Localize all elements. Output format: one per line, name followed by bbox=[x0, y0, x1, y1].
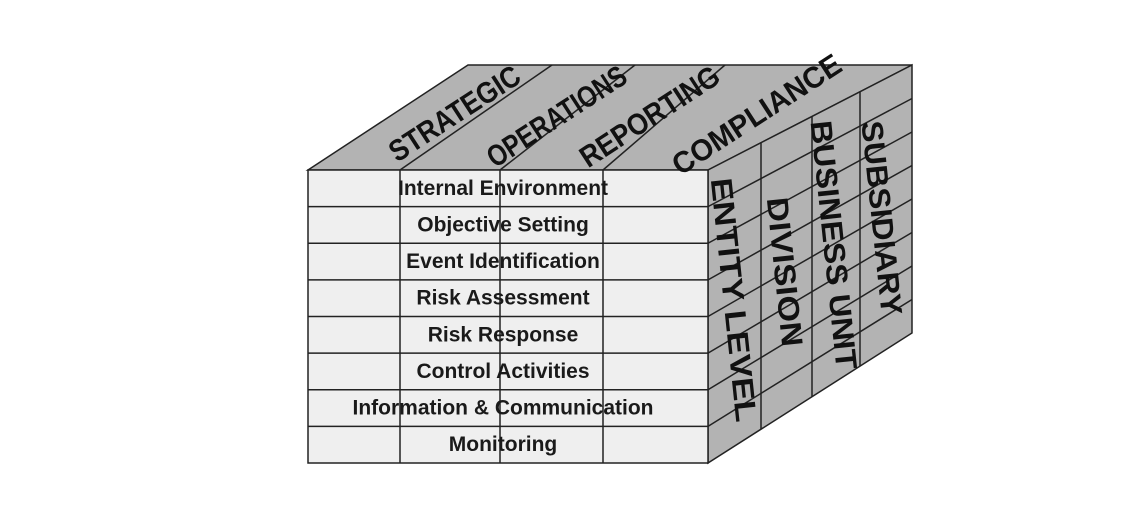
component-label: Information & Communication bbox=[353, 397, 654, 420]
component-label: Internal Environment bbox=[398, 177, 608, 200]
component-label: Risk Assessment bbox=[416, 287, 589, 310]
component-label: Monitoring bbox=[449, 433, 557, 456]
top-column-divider bbox=[399, 64, 553, 171]
side-row-divider bbox=[707, 164, 913, 281]
side-row-divider bbox=[707, 231, 913, 354]
side-row-divider bbox=[707, 298, 913, 428]
grid-lines bbox=[308, 64, 913, 463]
side-row-divider bbox=[707, 198, 913, 318]
component-label: Control Activities bbox=[416, 360, 589, 383]
component-label: Event Identification bbox=[406, 250, 600, 273]
side-row-divider bbox=[707, 265, 913, 391]
side-row-divider bbox=[707, 131, 913, 244]
top-column-divider bbox=[499, 64, 636, 171]
component-label: Risk Response bbox=[428, 323, 579, 346]
side-row-divider bbox=[707, 97, 913, 208]
top-column-divider bbox=[602, 64, 726, 171]
component-label: Objective Setting bbox=[417, 213, 589, 236]
